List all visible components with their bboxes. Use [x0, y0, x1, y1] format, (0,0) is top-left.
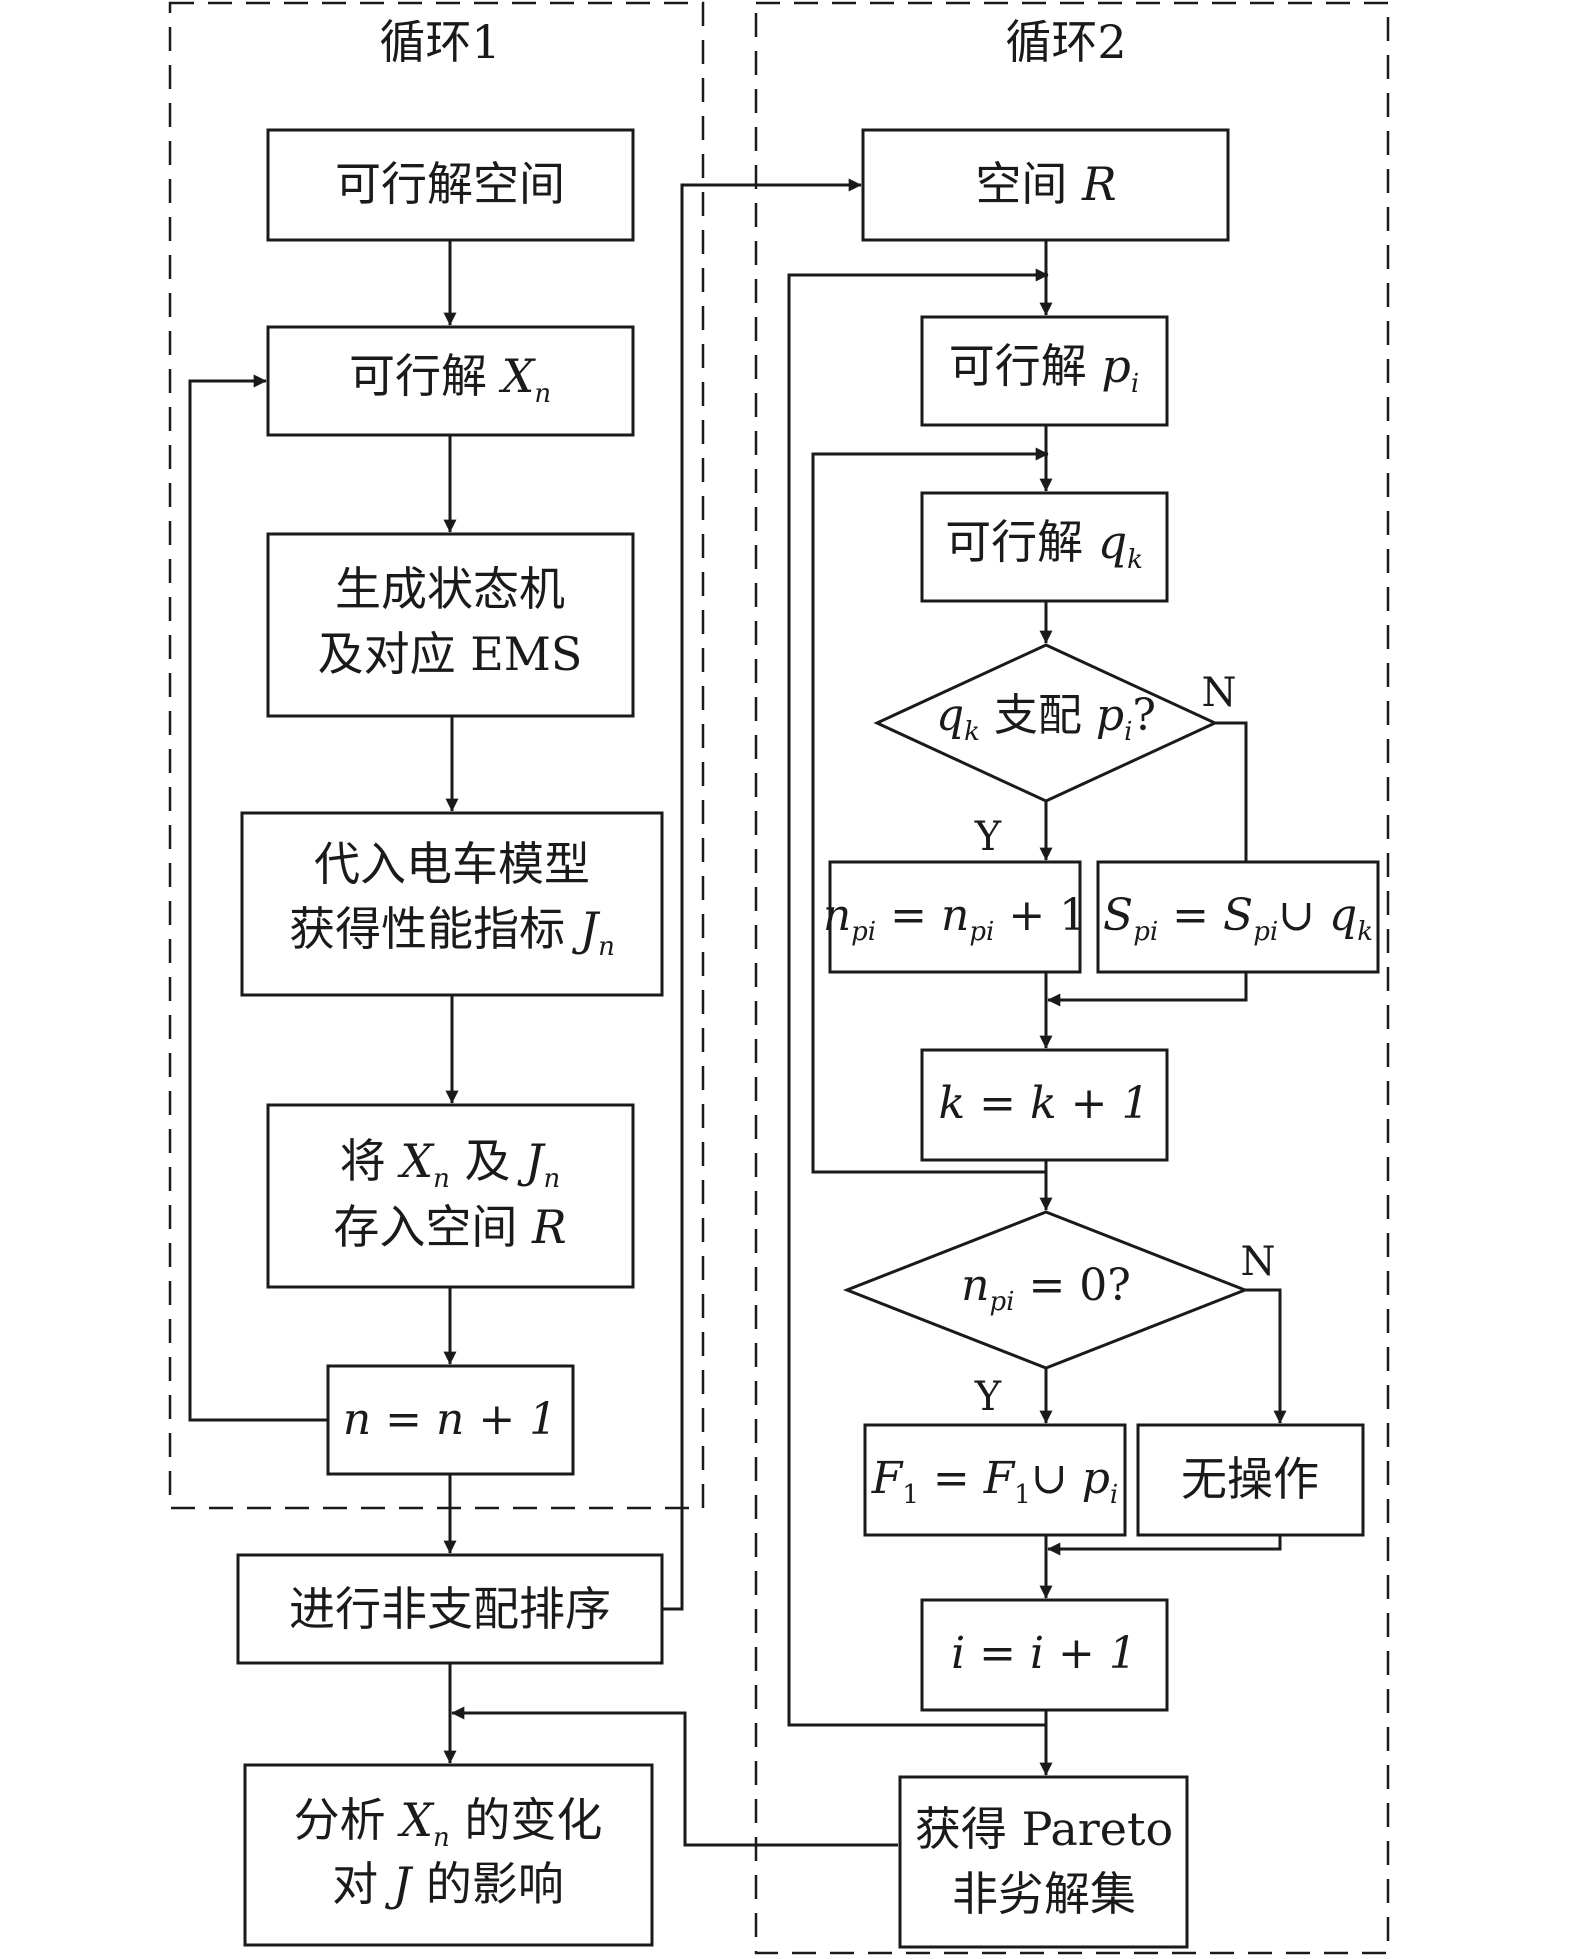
state-machine-box	[266, 532, 635, 718]
feasible-pi-box	[920, 315, 1169, 427]
store-line2: 存入空间 R	[333, 1200, 566, 1254]
arrow-noop-merge	[1047, 1535, 1282, 1556]
spi-union-box	[1096, 860, 1380, 974]
car-model-line2: 获得性能指标 Jn	[289, 902, 615, 962]
loop2-title: 循环2	[1005, 15, 1126, 69]
analyze-line2: 对 J 的影响	[332, 1857, 564, 1911]
f1-union-label: F1 = F1∪ pi	[871, 1453, 1118, 1510]
i-increment-box	[920, 1598, 1169, 1712]
feasible-qk-box	[920, 491, 1169, 603]
k-increment-label: k = k + 1	[939, 1078, 1150, 1129]
pareto-box	[898, 1775, 1189, 1949]
feasible-qk-label: 可行解 qk	[945, 515, 1143, 575]
npi-increment-box	[828, 860, 1082, 974]
pareto-line2: 非劣解集	[952, 1867, 1136, 1921]
decision-npi-zero-label: npi = 0?	[961, 1260, 1131, 1317]
feasible-space-label: 可行解空间	[335, 157, 565, 211]
loop1-title: 循环1	[379, 15, 500, 69]
no-op-box	[1136, 1423, 1365, 1537]
loop2-region	[754, 1, 1390, 1955]
decision2-no-label: N	[1241, 1239, 1276, 1285]
analyze-box	[243, 1763, 654, 1947]
pareto-line1: 获得 Pareto	[915, 1802, 1173, 1856]
decision2-yes-label: Y	[974, 1374, 1002, 1420]
car-model-box	[240, 811, 664, 997]
space-r-box	[861, 128, 1230, 242]
increment-n-label: n = n + 1	[343, 1394, 557, 1445]
f1-union-box	[863, 1423, 1127, 1537]
decision1-no-line	[1215, 721, 1248, 862]
increment-n-box	[326, 1364, 575, 1476]
decision1-yes-label: Y	[974, 814, 1002, 860]
feasible-pi-label: 可行解 pi	[949, 339, 1139, 399]
feasible-space-box	[266, 128, 635, 242]
analyze-line1: 分析 Xn 的变化	[294, 1793, 603, 1853]
loop1-region	[168, 1, 705, 1510]
sort-box	[236, 1553, 664, 1665]
space-r-label: 空间 R	[975, 157, 1116, 211]
arrow-pareto-to-analyze	[451, 1706, 898, 1847]
feasible-xn-box	[266, 325, 635, 437]
decision-dominates-label: qk 支配 pi?	[936, 690, 1156, 747]
i-increment-label: i = i + 1	[951, 1628, 1137, 1679]
k-increment-box	[920, 1048, 1169, 1162]
sort-label: 进行非支配排序	[289, 1582, 611, 1636]
npi-increment-label: npi = npi + 1	[823, 890, 1087, 947]
arrow-spi-merge	[1047, 972, 1248, 1007]
arrow-sort-to-space-r	[662, 178, 862, 1611]
arrow-decision2-no	[1245, 1288, 1287, 1424]
spi-union-label: Spi = Spi∪ qk	[1103, 890, 1373, 947]
state-machine-line2: 及对应 EMS	[318, 627, 583, 681]
car-model-line1: 代入电车模型	[314, 837, 590, 891]
store-box	[266, 1103, 635, 1289]
state-machine-line1: 生成状态机	[335, 562, 565, 616]
store-line1: 将 Xn 及 Jn	[340, 1134, 561, 1194]
decision1-no-label: N	[1202, 670, 1237, 716]
loop1-back-arrow	[188, 374, 328, 1422]
no-op-label: 无操作	[1181, 1452, 1319, 1506]
feasible-xn-label: 可行解 Xn	[349, 349, 551, 409]
